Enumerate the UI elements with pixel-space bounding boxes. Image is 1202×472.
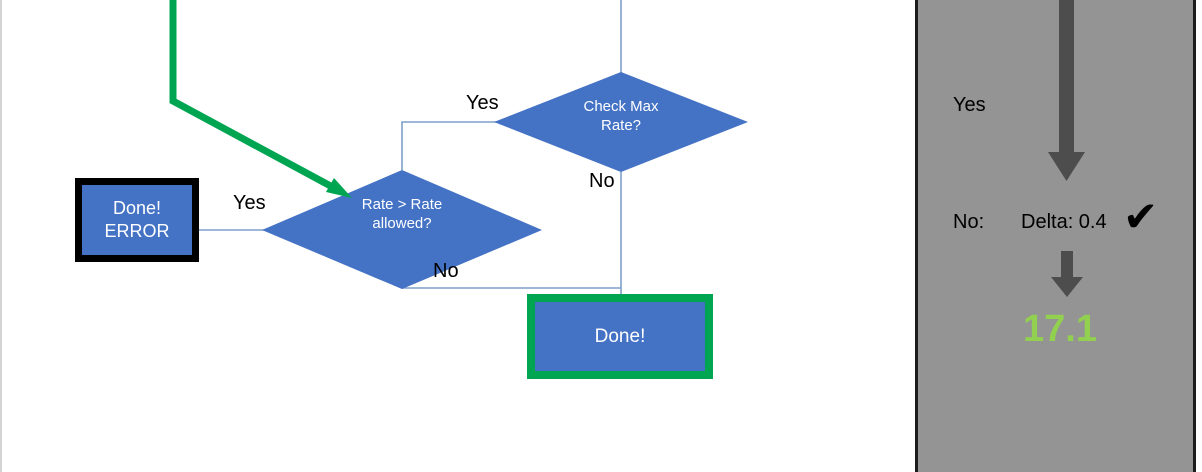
panel-delta-value: Delta: 0.4 <box>1021 211 1107 233</box>
node-done-box[interactable]: Done! <box>527 294 713 379</box>
panel-result-value: 17.1 <box>1023 308 1097 350</box>
short-down-arrow-icon <box>1051 251 1083 297</box>
flowchart-connectors-layer <box>169 0 748 295</box>
panel-arrows-layer <box>1048 0 1085 297</box>
edge-label-yes-to-error: Yes <box>233 192 266 214</box>
checkmark-icon: ✔ <box>1123 192 1159 241</box>
decision-rate-diamond[interactable] <box>262 170 542 289</box>
slide-left-border <box>0 0 2 472</box>
annotation-panel: Yes No: Delta: 0.4 ✔ 17.1 <box>915 0 1196 472</box>
edge-label-yes-from-max-rate: Yes <box>466 92 499 114</box>
connector-max-rate-yes-to-rate <box>401 121 508 170</box>
edge-label-no-from-max-rate: No <box>589 170 615 192</box>
edge-label-no-from-rate: No <box>433 260 459 282</box>
highlight-path-arrow <box>169 0 352 198</box>
node-done-error-box[interactable]: Done! ERROR <box>75 178 199 262</box>
decision-max-rate-diamond[interactable] <box>494 72 748 172</box>
long-down-arrow-icon <box>1048 0 1085 181</box>
node-done-error-label: Done! ERROR <box>104 197 170 241</box>
panel-yes-label: Yes <box>953 94 986 116</box>
panel-no-label: No: <box>953 211 985 233</box>
node-done-label: Done! <box>594 325 646 347</box>
